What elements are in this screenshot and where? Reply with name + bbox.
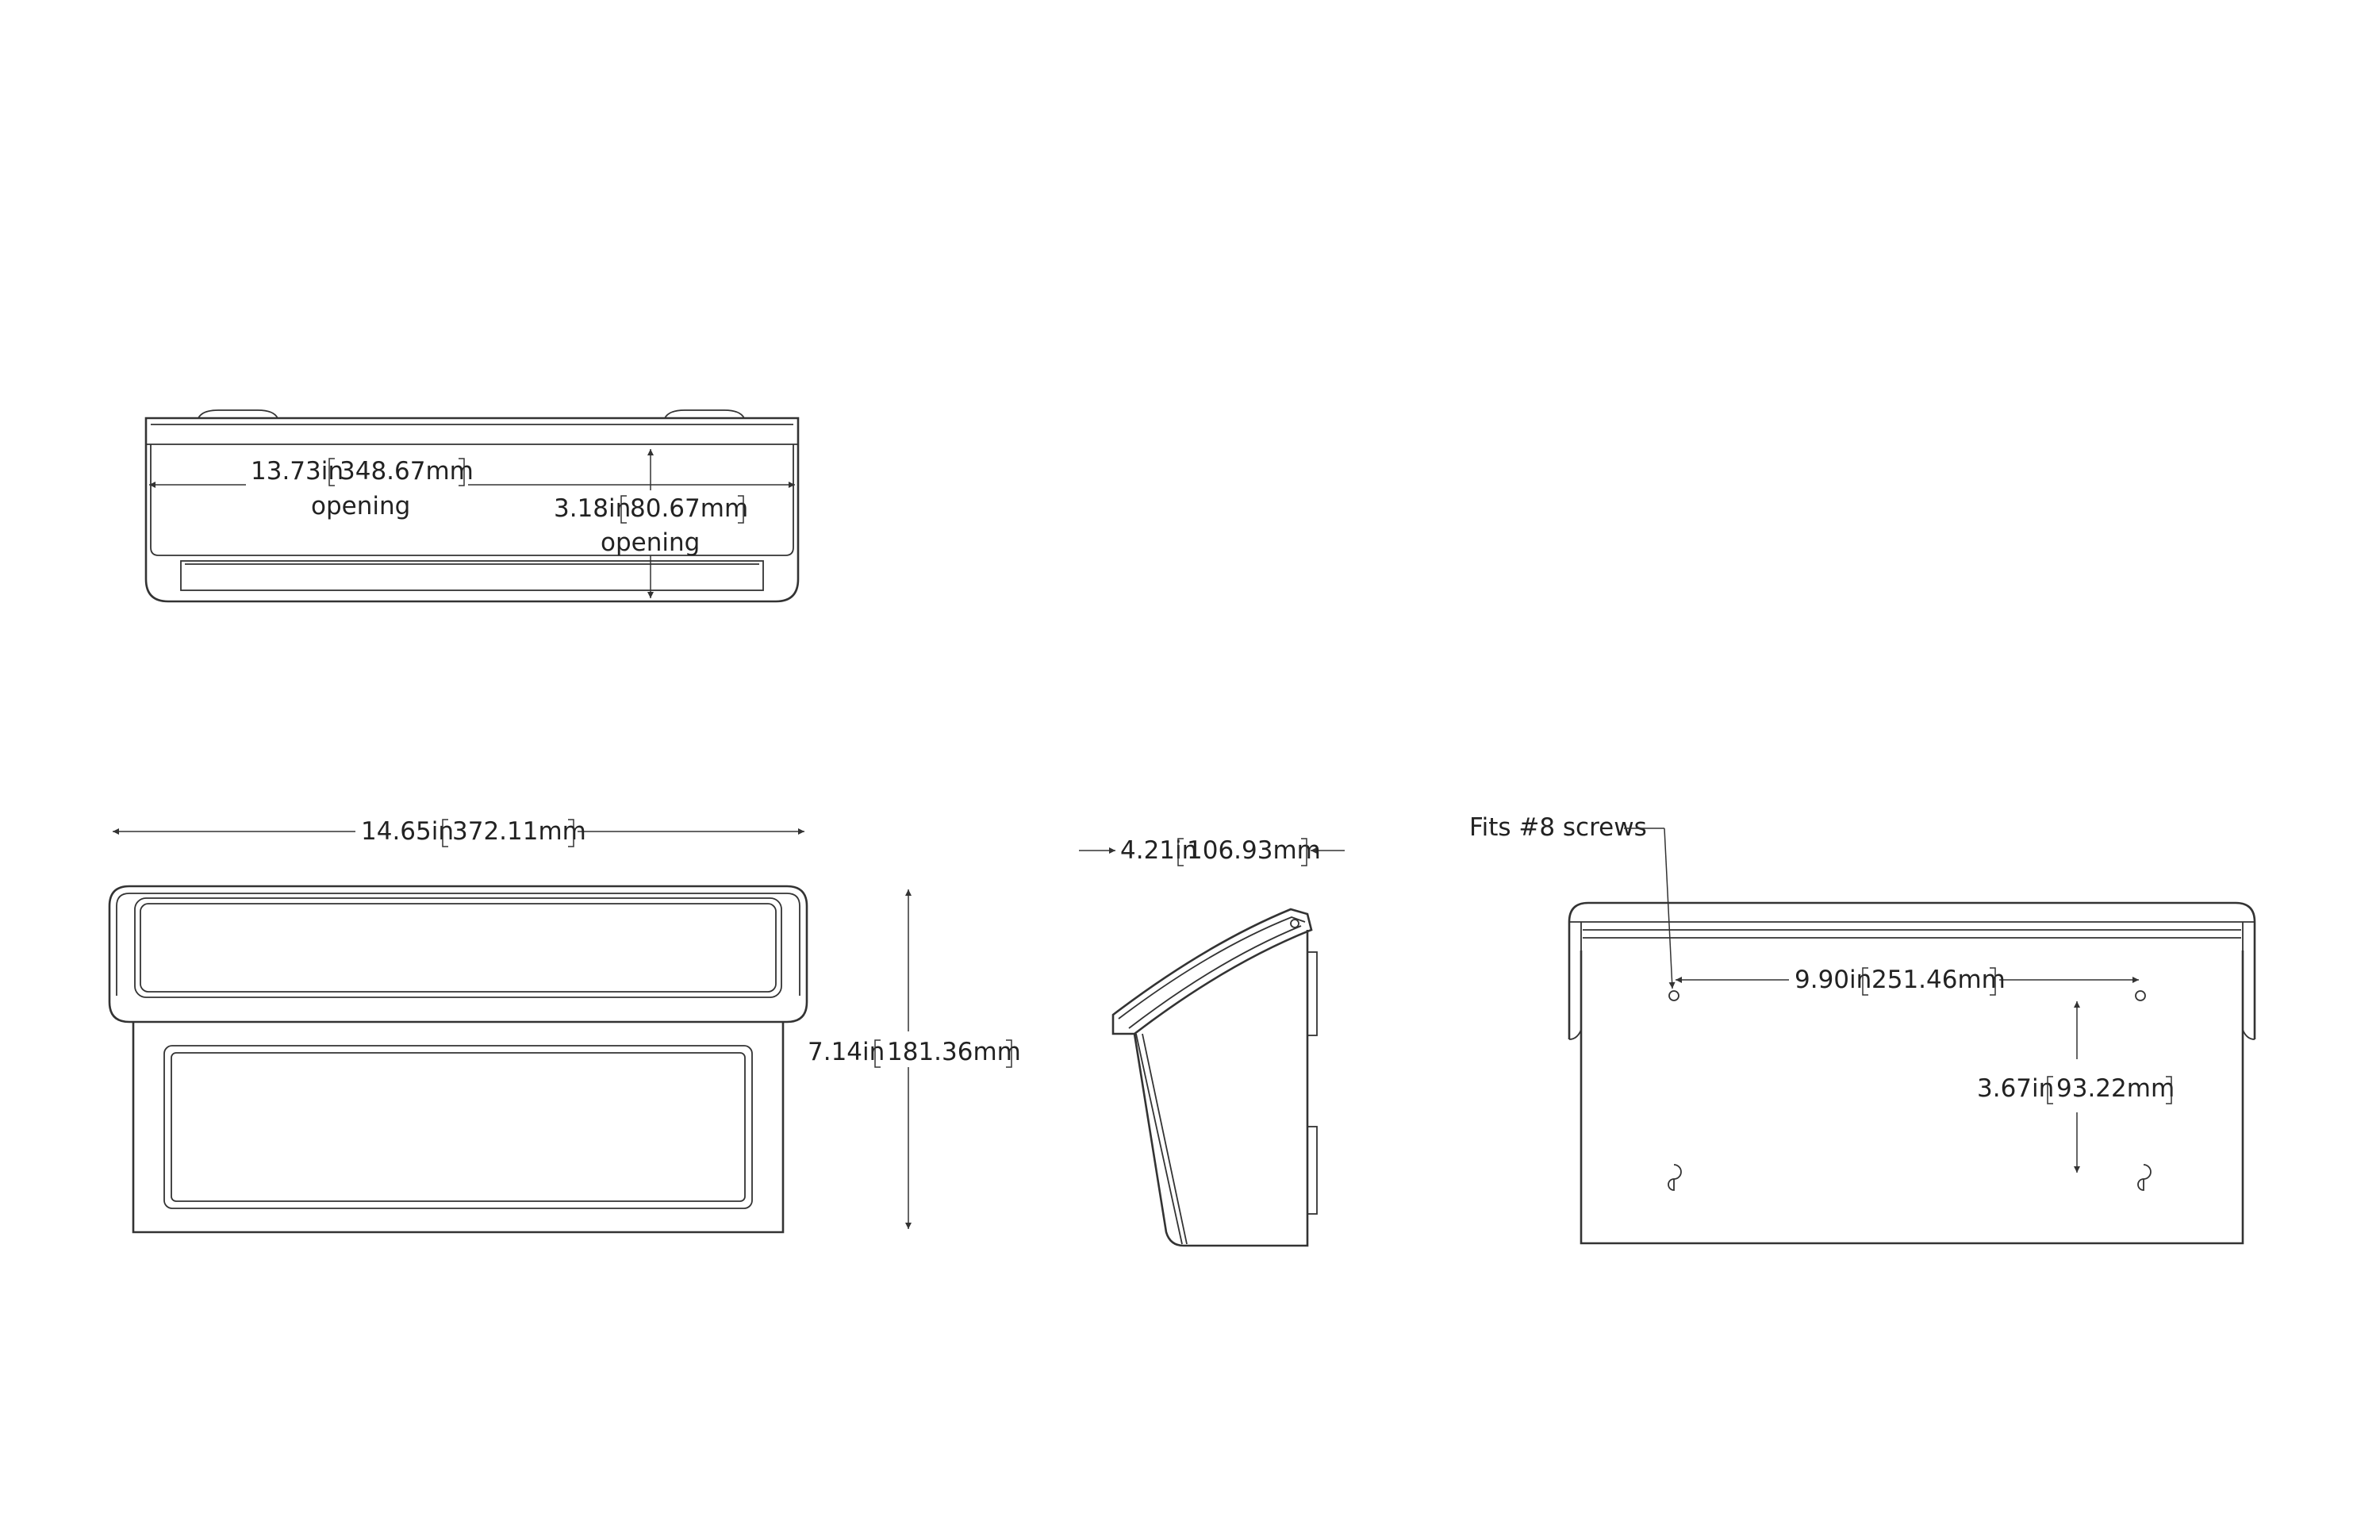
top-width-dim-metric: 348.67mm [340,457,474,486]
side-view-hinge [1290,919,1299,928]
front-width-dim-value: 14.65in [361,817,454,846]
front-view-top-panel [134,897,782,998]
side-view-body [1133,930,1309,1247]
back-view-keyhole-right [2137,1164,2152,1191]
top-view-opening [180,560,764,591]
side-view-rear-lug-upper [1307,951,1318,1036]
top-depth-dim-metric: 80.67mm [630,494,748,523]
back-callout-leader [1664,828,1676,989]
top-view-outline [144,417,800,603]
front-height-dim-value: 7.14in [808,1038,885,1066]
side-view: 4.21in 106.93mm [1079,836,1345,1247]
front-width-dim-metric: 372.11mm [452,817,586,846]
front-view-top-housing [108,885,808,1023]
back-vertical-dim-value: 3.67in [1977,1074,2054,1103]
front-view-window [163,1045,753,1209]
front-height-dim-metric: 181.36mm [887,1038,1021,1066]
top-width-dim-note: opening [311,492,410,520]
back-view-body [1580,950,2244,1245]
back-vertical-dim-metric: 93.22mm [2056,1074,2175,1103]
back-view-screw-hole-right [2135,990,2146,1001]
side-view-lid [1111,908,1313,1035]
back-spacing-dim-metric: 251.46mm [1871,966,2006,994]
back-spacing-dim-value: 9.90in [1795,966,1871,994]
side-depth-dim-value: 4.21in [1120,836,1197,865]
side-depth-dim-metric: 106.93mm [1187,836,1321,865]
back-view-screw-hole-left [1668,990,1679,1001]
top-depth-dim-value: 3.18in [554,494,631,523]
top-view-tab-left [198,409,278,419]
side-view-rear-lug-lower [1307,1126,1318,1215]
front-view-body [132,1022,785,1234]
top-view-tab-right [664,409,745,419]
top-depth-dim-note: opening [601,528,700,557]
back-view-top-rail [1568,901,2256,1039]
back-callout-label: Fits #8 screws [1469,813,1647,842]
front-view: 14.65in 372.11mm 7.14in 181.36mm [108,817,1021,1234]
top-view-inner-wall [150,444,794,556]
top-width-dim-value: 13.73in [251,457,344,486]
back-view: Fits #8 screws 9.90in 251.46mm 3.67in 93… [1469,813,2256,1245]
top-view: 13.73in 348.67mm opening 3.18in 80.67mm … [144,409,800,603]
back-view-keyhole-left [1668,1164,1682,1191]
